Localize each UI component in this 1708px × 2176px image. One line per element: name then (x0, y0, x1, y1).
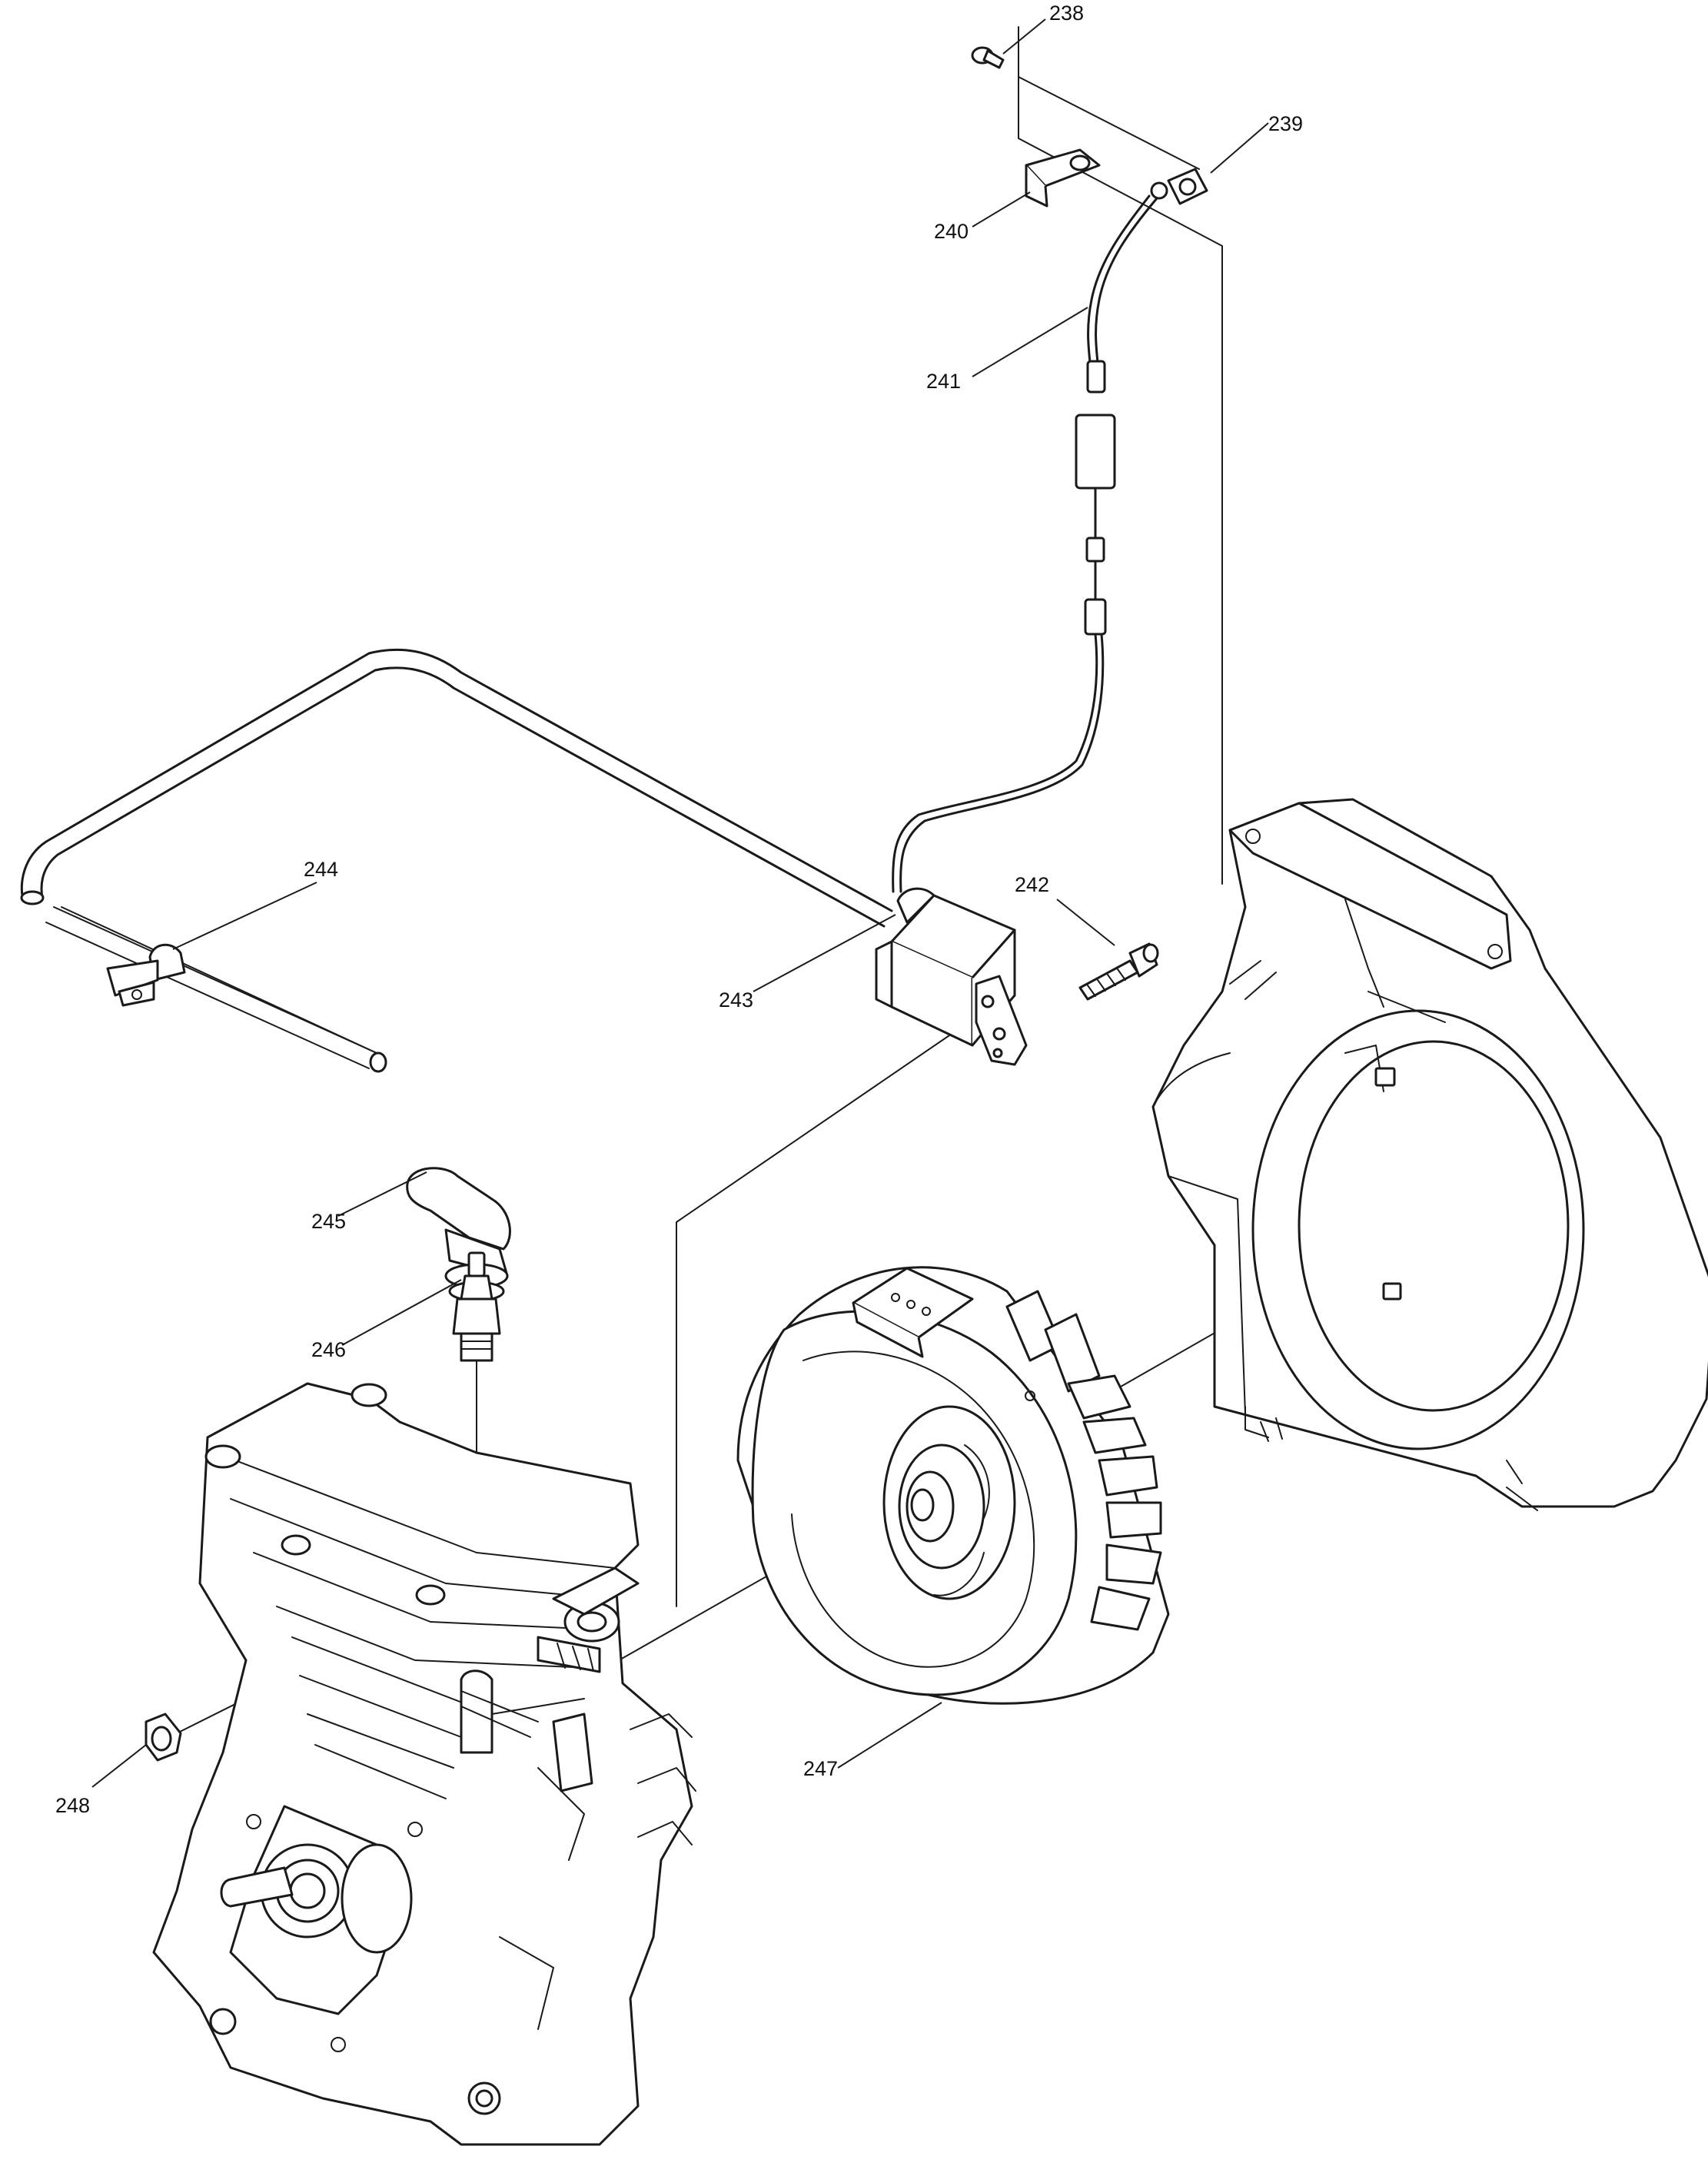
hose-clamp[interactable] (106, 943, 186, 1007)
screw[interactable] (971, 46, 1005, 69)
ground-terminal[interactable] (1150, 168, 1208, 205)
label-245: 245 (311, 1210, 346, 1233)
flywheel[interactable] (736, 1266, 1170, 1705)
coil-bolt[interactable] (1078, 942, 1159, 1001)
fan-housing (1151, 798, 1708, 1511)
grommet[interactable] (145, 1713, 182, 1762)
stop-wire[interactable] (892, 194, 1158, 893)
part-labels: 238 239 240 241 242 243 244 245 246 247 … (55, 2, 1303, 1817)
label-244: 244 (304, 858, 338, 881)
label-242: 242 (1015, 873, 1049, 896)
label-248: 248 (55, 1794, 90, 1817)
label-243: 243 (719, 988, 753, 1012)
label-241: 241 (926, 370, 961, 393)
label-247: 247 (803, 1757, 838, 1780)
label-leaders (91, 18, 1269, 1788)
label-246: 246 (311, 1338, 346, 1361)
wire-clamp[interactable] (1025, 148, 1101, 208)
ignition-coil[interactable] (875, 887, 1028, 1066)
label-240: 240 (934, 220, 969, 243)
engine-block (152, 1382, 696, 2146)
ht-lead (20, 648, 893, 1073)
label-238: 238 (1049, 2, 1084, 25)
spark-plug[interactable] (452, 1251, 501, 1362)
label-239: 239 (1268, 112, 1303, 135)
